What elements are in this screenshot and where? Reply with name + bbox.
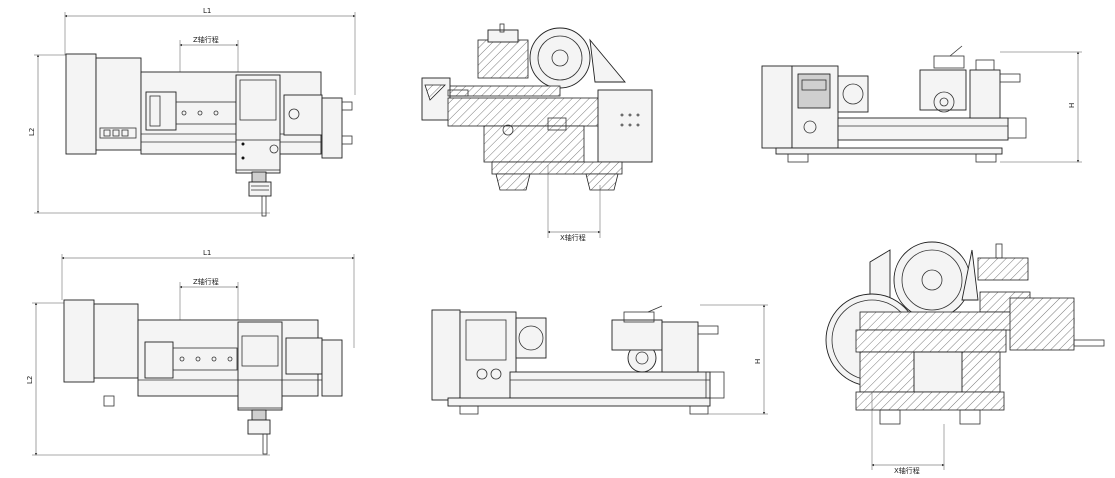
section-view-1: X轴行程 (421, 23, 653, 242)
section-view-2: X轴行程 (825, 241, 1105, 475)
top-view-2: L1 L2 Z轴行程 (26, 249, 355, 456)
top-view-1: L1 L2 Z轴行程 (28, 7, 356, 217)
l1-label: L1 (203, 7, 211, 15)
x-travel-label-1: X轴行程 (560, 233, 586, 242)
x-travel-label-2: X轴行程 (894, 466, 920, 475)
l2-label-2: L2 (26, 376, 34, 384)
z-travel-label-2: Z轴行程 (193, 277, 219, 286)
h-label-2: H (754, 359, 762, 364)
l1-label-2: L1 (203, 249, 211, 257)
z-travel-label: Z轴行程 (193, 35, 219, 44)
front-view-2: H (431, 304, 768, 415)
l2-label: L2 (28, 128, 36, 136)
front-view-1: H (761, 45, 1082, 163)
h-label-1: H (1068, 103, 1076, 108)
